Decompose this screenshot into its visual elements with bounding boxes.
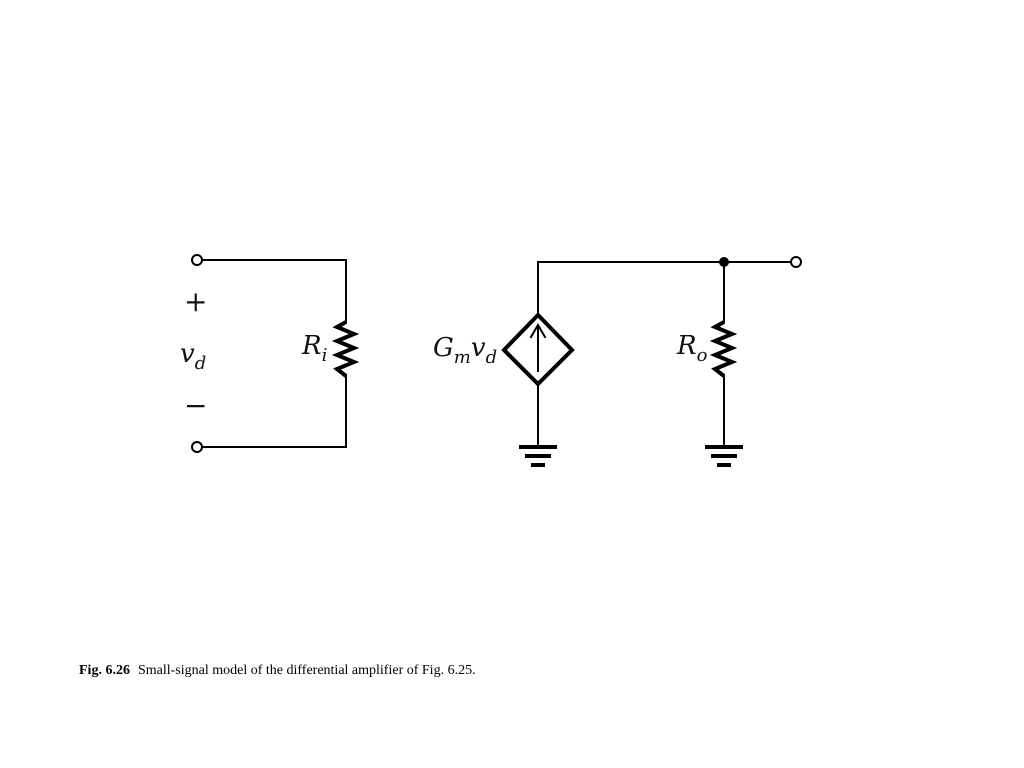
caption-text: Small-signal model of the differential a… [137,663,476,678]
input-minus-terminal [191,441,203,453]
output-junction-dot [719,257,729,267]
input-voltage-subscript: d [195,353,207,374]
controlling-voltage-subscript: d [486,347,498,368]
figure-number: Fig. 6.26 [79,663,130,678]
input-minus-sign: − [184,389,207,422]
input-resistor [331,320,360,378]
input-plus-sign: + [184,285,207,318]
source-arrow-head [529,323,547,339]
output-resistor-symbol: R [676,331,697,361]
input-voltage-label: vd [180,339,206,374]
input-resistor-subscript: i [322,345,328,366]
gain-subscript: m [454,347,471,368]
output-resistor-subscript: o [697,345,708,366]
controlled-source-label: Gmvd [433,333,497,368]
controlling-voltage-symbol: v [471,333,486,363]
input-plus-terminal [191,254,203,266]
output-terminal [790,256,802,268]
gain-symbol: G [433,333,454,363]
output-resistor-label: Ro [676,331,708,366]
input-voltage-symbol: v [180,339,195,369]
input-resistor-label: Ri [301,331,327,366]
figure-caption: Fig. 6.26 Small-signal model of the diffe… [79,663,476,679]
output-resistor [709,320,738,378]
input-resistor-symbol: R [301,331,322,361]
